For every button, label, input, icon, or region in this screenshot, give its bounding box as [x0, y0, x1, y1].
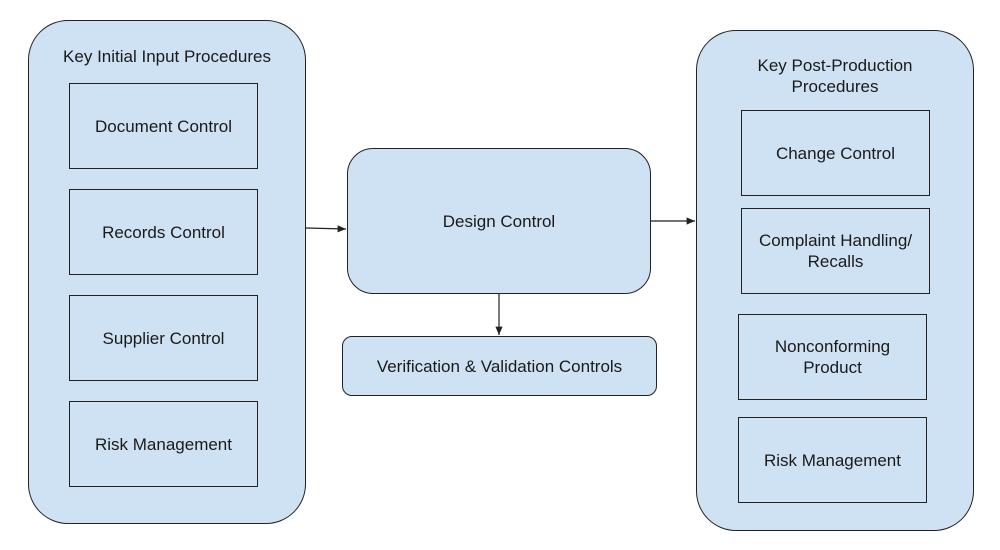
complaint-handling-box: Complaint Handling/ Recalls: [741, 208, 930, 294]
risk-management-input-box: Risk Management: [69, 401, 258, 487]
post-production-group-title: Key Post-Production Procedures: [757, 56, 913, 96]
risk-management-post-box: Risk Management: [738, 417, 927, 503]
verification-validation-box: Verification & Validation Controls: [342, 336, 657, 396]
records-control-box: Records Control: [69, 189, 258, 275]
design-control-box: Design Control: [347, 148, 651, 294]
arrow-input-to-design: [305, 225, 347, 233]
document-control-box: Document Control: [69, 83, 258, 169]
initial-input-group-title: Key Initial Input Procedures: [63, 47, 271, 66]
nonconforming-product-box: Nonconforming Product: [738, 314, 927, 400]
supplier-control-box: Supplier Control: [69, 295, 258, 381]
change-control-box: Change Control: [741, 110, 930, 196]
